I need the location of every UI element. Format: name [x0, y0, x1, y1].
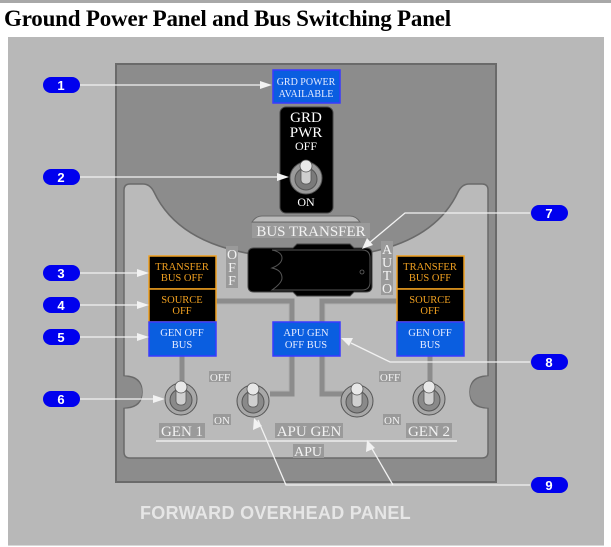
- callout-4: 4: [43, 297, 80, 313]
- bus-transfer-auto-letter-2: U: [382, 256, 392, 271]
- grd-pwr-label-1: GRD: [290, 110, 322, 126]
- apu-label-bg: [293, 444, 324, 458]
- footer-label-text: FORWARD OVERHEAD PANEL: [140, 503, 411, 523]
- callout-8: 8: [531, 354, 568, 370]
- gen-1-label-bg: [159, 423, 205, 438]
- on-label-right: ON: [384, 415, 400, 427]
- callout-7: 7: [531, 205, 568, 221]
- callout-5: 5: [43, 329, 80, 345]
- gen-1-label: GEN 1: [161, 424, 203, 440]
- right-notch: [470, 376, 494, 408]
- left-notch: [118, 376, 142, 408]
- gen-2-label-bg: [406, 423, 452, 438]
- bus-transfer-label-bg: [252, 223, 370, 238]
- bus-transfer-auto-bg: [381, 241, 393, 295]
- svg-text:8: 8: [545, 355, 552, 370]
- callout-3: 3: [43, 265, 80, 281]
- svg-text:4: 4: [57, 298, 65, 313]
- source-off-right-text-2: OFF: [420, 306, 439, 317]
- grd-power-available-light: [272, 69, 341, 104]
- bus-transfer-off-letter-2: F: [228, 261, 236, 276]
- source-off-light-right: [396, 288, 465, 323]
- bus-transfer-off-letter-3: F: [228, 274, 236, 289]
- top-rule: [0, 0, 611, 3]
- leader-lines: [80, 84, 530, 486]
- gen-off-bus-right-text-1: GEN OFF: [408, 328, 452, 339]
- leader-arrowheads: [137, 81, 375, 452]
- callout-1: 1: [43, 77, 80, 93]
- bus-transfer-auto-letter-3: T: [383, 269, 392, 284]
- transfer-bus-off-right-text-1: TRANSFER: [403, 262, 457, 273]
- apu-gen-off-bus-text-1: APU GEN: [283, 328, 329, 339]
- off-label-right: OFF: [380, 372, 400, 384]
- transfer-bus-off-light-right: [396, 255, 465, 290]
- svg-text:9: 9: [545, 478, 552, 493]
- source-off-left-text-2: OFF: [172, 306, 191, 317]
- apu-label: APU: [294, 445, 322, 460]
- apu-gen-1-toggle-switch[interactable]: [236, 382, 270, 418]
- gen-off-bus-left-text-1: GEN OFF: [160, 328, 204, 339]
- off-label-left: OFF: [210, 372, 230, 384]
- gen-off-bus-right-text-2: BUS: [420, 340, 441, 351]
- svg-text:7: 7: [545, 206, 552, 221]
- forward-overhead-panel-label: FORWARD OVERHEAD PANEL: [0, 503, 611, 524]
- grd-pwr-off-label: OFF: [295, 139, 317, 153]
- grd-pwr-label-2: PWR: [290, 125, 323, 141]
- bus-transfer-switch[interactable]: [247, 243, 373, 297]
- off-label-bg-right: [379, 371, 401, 382]
- off-label-bg-left: [209, 371, 231, 382]
- svg-text:6: 6: [57, 392, 64, 407]
- transfer-bus-off-right-text-2: BUS OFF: [409, 273, 451, 284]
- grd-power-light-text-2: AVAILABLE: [279, 89, 334, 100]
- apu-gen-off-bus-light: [272, 321, 341, 357]
- source-off-left-text-1: SOURCE: [161, 295, 202, 306]
- page-title: Ground Power Panel and Bus Switching Pan…: [4, 6, 451, 31]
- grd-power-light-text-1: GRD POWER: [277, 77, 336, 88]
- on-label-bg-right: [383, 414, 401, 425]
- svg-text:5: 5: [57, 330, 64, 345]
- gen-2-label: GEN 2: [408, 424, 450, 440]
- bus-transfer-bump: [251, 215, 361, 223]
- svg-text:3: 3: [57, 266, 64, 281]
- source-off-light-left: [148, 288, 217, 323]
- apu-gen-2-toggle-switch[interactable]: [340, 382, 374, 418]
- bus-transfer-auto-letter-1: A: [382, 243, 393, 258]
- callout-2: 2: [43, 169, 80, 185]
- gen-off-bus-light-left: [148, 321, 217, 357]
- gen-off-bus-left-text-2: BUS: [172, 340, 193, 351]
- bus-transfer-off-bg: [226, 246, 238, 288]
- bus-transfer-auto-letter-4: O: [382, 282, 392, 297]
- transfer-bus-off-left-text-1: TRANSFER: [155, 262, 209, 273]
- source-off-right-text-1: SOURCE: [409, 295, 450, 306]
- transfer-bus-off-left-text-2: BUS OFF: [161, 273, 203, 284]
- apu-gen-off-bus-text-2: OFF BUS: [285, 340, 327, 351]
- bus-transfer-label: BUS TRANSFER: [256, 224, 365, 240]
- svg-text:1: 1: [57, 78, 64, 93]
- callout-9: 9: [531, 477, 568, 493]
- svg-text:2: 2: [57, 170, 64, 185]
- apu-gen-label-bg: [275, 423, 343, 438]
- on-label-left: ON: [214, 415, 230, 427]
- inner-panel: [123, 183, 489, 459]
- apu-gen-label: APU GEN: [277, 424, 342, 440]
- grd-pwr-toggle-switch[interactable]: [289, 159, 323, 195]
- gen-off-bus-light-right: [396, 321, 465, 357]
- grd-pwr-on-label: ON: [297, 195, 315, 209]
- callout-6: 6: [43, 391, 80, 407]
- gen-2-toggle-switch[interactable]: [412, 380, 446, 416]
- on-label-bg-left: [213, 414, 231, 425]
- bus-transfer-off-letter-1: O: [227, 248, 237, 263]
